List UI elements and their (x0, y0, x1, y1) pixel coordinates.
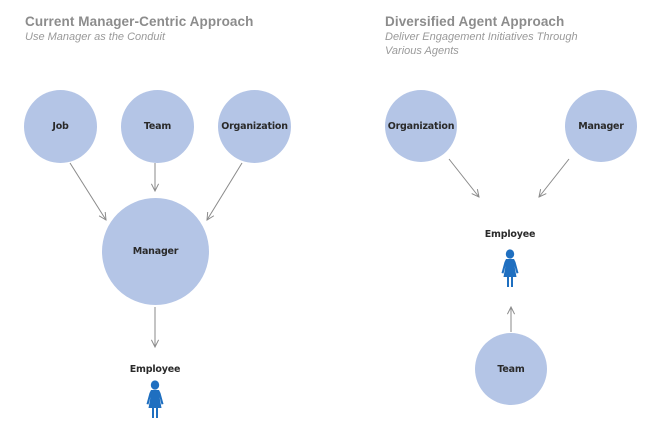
arrow-organization-to-manager (207, 162, 243, 220)
node-team-right-label: Team (497, 363, 525, 375)
node-team-right: Team (475, 333, 547, 405)
node-organization: Organization (218, 90, 291, 163)
person-female-icon (146, 380, 164, 418)
node-team-label: Team (143, 121, 172, 132)
node-manager-right: Manager (565, 90, 637, 162)
node-organization-right-label: Organization (387, 120, 455, 132)
node-job-label: Job (52, 121, 69, 132)
left-panel-subtitle: Use Manager as the Conduit (25, 31, 166, 43)
left-panel-title: Current Manager-Centric Approach (25, 14, 254, 29)
left-employee-label: Employee (129, 364, 181, 375)
node-organization-label: Organization (221, 121, 288, 132)
arrow-organization-to-employee (448, 158, 479, 197)
right-employee-label: Employee (484, 229, 536, 240)
node-organization-right: Organization (385, 90, 457, 162)
node-manager-right-label: Manager (578, 120, 624, 132)
right-panel-subtitle-line2: Various Agents (385, 45, 459, 57)
node-team: Team (121, 90, 194, 163)
arrow-manager-to-employee-right (539, 158, 570, 197)
node-manager: Manager (102, 198, 209, 305)
node-manager-label: Manager (132, 246, 179, 257)
node-job: Job (24, 90, 97, 163)
right-panel-title: Diversified Agent Approach (385, 14, 565, 29)
person-female-icon (501, 249, 519, 287)
right-panel-subtitle-line1: Deliver Engagement Initiatives Through (385, 31, 578, 43)
arrow-job-to-manager (69, 162, 106, 220)
